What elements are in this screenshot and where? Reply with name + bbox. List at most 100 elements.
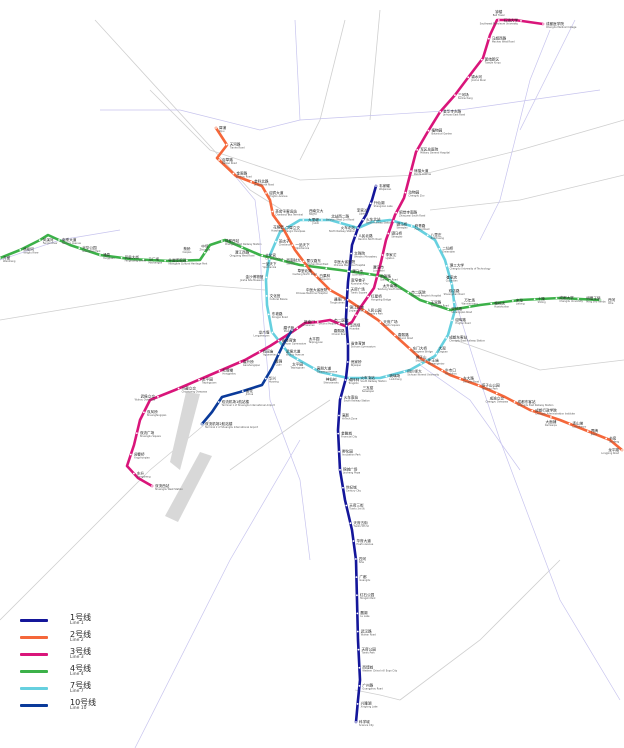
station[interactable]: 成都东客站Chengdu East Railway Station (445, 335, 486, 343)
station[interactable]: 中坝Zhongba (200, 244, 211, 254)
station[interactable]: 广州路Guangzhou Road (358, 683, 384, 691)
station[interactable]: 马超西路Machao West Road (487, 36, 515, 44)
station[interactable]: 兴隆湖Xinglong Lake (356, 701, 378, 709)
station[interactable]: 通惠门Tonghuimen (330, 297, 349, 305)
station[interactable]: 花照壁Huazhaobi (271, 225, 288, 233)
station[interactable]: 金周路Jinzhou Road (232, 170, 253, 178)
station[interactable]: 槐树店Huaishudian (490, 300, 510, 308)
station[interactable]: 茶店子Chadianzi (274, 238, 291, 246)
station[interactable]: 茶店子客运站Chadianzi Bus Terminal (271, 208, 303, 216)
station[interactable]: 文化宫Cultural Palace (261, 252, 284, 260)
station[interactable]: 琉璃场Liulichang (385, 373, 402, 381)
legend-item-line2[interactable]: 2号线Line 2 (18, 629, 128, 646)
station[interactable]: 双桥路Shuangqiao Road (447, 306, 473, 314)
station[interactable]: 世纪城Century City (342, 485, 361, 493)
station[interactable]: 迎春桥Yingchunqiao (129, 451, 150, 459)
station[interactable]: 东门大桥Dongmen Bridge (408, 345, 434, 353)
station[interactable]: 三瓦窑Sanwayao (362, 377, 375, 393)
station[interactable]: 桐梓林Tongzilin (344, 377, 360, 385)
station[interactable]: 金融城Financial City (337, 430, 358, 438)
station[interactable]: 西南交大SWJTU (302, 208, 324, 221)
station[interactable]: 犀浦Xipu (215, 125, 227, 133)
station[interactable]: 太平园Taipingyuan (198, 377, 217, 385)
station[interactable]: 动物园Chengdu Zoo (404, 189, 425, 197)
station[interactable]: 昭觉寺南路Zhaojuesi South Road (395, 210, 426, 218)
station[interactable]: 龙爪堰Longzhaoyan (254, 329, 274, 337)
station[interactable]: 金沙博物馆Jinsha Site Museum (239, 274, 268, 282)
station[interactable]: 省体育馆Sichuan Gymnasium (277, 337, 307, 345)
station[interactable]: 金科北路Jinke North Road (250, 179, 274, 187)
station[interactable]: 科学城Science City (355, 719, 374, 727)
station[interactable]: 南熏大道Nanxun Avenue (58, 237, 81, 245)
station[interactable]: 涌泉Yongquan (99, 252, 115, 260)
station[interactable]: 华西坝Huaxiba (345, 323, 361, 331)
station[interactable]: 钟楼Bell Tower (493, 9, 505, 21)
station[interactable]: 凤溪河Fengxi River (38, 237, 58, 245)
station[interactable]: 天府公园Tianfu Park (357, 646, 377, 654)
station[interactable]: 天府广场Tianfu Square (379, 319, 400, 327)
station[interactable]: 春熙路Chunxi Road (332, 322, 348, 336)
station[interactable]: 十陵Shiling (533, 296, 546, 304)
station[interactable]: 白果林Baiguolin (315, 273, 331, 281)
station[interactable]: 人民北路Renmin North Road (354, 233, 382, 241)
station[interactable]: 成都医学院Chengdu Medical College (542, 21, 577, 29)
station[interactable]: 倪家桥Nijiaqiao (346, 359, 362, 367)
station[interactable]: 石油大学Southwest Petroleum University (480, 18, 522, 26)
station[interactable]: 非遗博览园Intangible Cultural Heritage Park (164, 258, 208, 266)
station[interactable]: 东升Dongsheng (132, 470, 151, 478)
station[interactable]: 太平园Taipingyuan (291, 329, 323, 344)
station[interactable]: 高朋大道Gaopeng Avenue (312, 365, 338, 373)
station[interactable]: 天府广场Tianfu Square (346, 286, 368, 294)
station[interactable]: 大面铺Damianpu (545, 416, 558, 427)
station[interactable]: 簇锦Cujin (275, 353, 283, 366)
station[interactable]: 理工大学Chengdu University of Technology (445, 263, 491, 271)
legend-item-line3[interactable]: 3号线Line 3 (18, 646, 128, 663)
station[interactable]: 中医大省医院Chinese Medicine Hospital (296, 287, 332, 295)
station[interactable]: 成都大学Chengdu University (555, 295, 584, 303)
station[interactable]: 骡马市Luomashi (368, 264, 385, 276)
station[interactable]: 府青路Fuqing Road (410, 223, 430, 231)
station[interactable]: 草堂北路Caotang North Road (293, 264, 318, 276)
station[interactable]: 西博城Western China Int'l Expo City (358, 665, 398, 673)
station[interactable]: 春熙路Chunxi Road (394, 332, 413, 340)
station[interactable]: 省体育馆Sichuan Gymnasium (347, 341, 376, 349)
station[interactable]: 来龙Lailong (511, 298, 525, 306)
station[interactable]: 东大路Dongda Road (459, 376, 480, 384)
station[interactable]: 韦家碾Weijianian (375, 183, 392, 191)
station[interactable]: 中医大省医院Chinese Medicine Hospital (325, 259, 366, 270)
station[interactable]: 西南财大SWUFE (282, 258, 301, 266)
station[interactable]: 宽窄巷子Kuanzhai Alley (347, 270, 369, 286)
station[interactable]: 金华寺东路Jinhuasi East Road (439, 109, 466, 117)
station[interactable]: 牛王庙Niuwangmiao (424, 358, 445, 366)
station[interactable]: 孵化园Incubation Park (338, 449, 361, 457)
station[interactable]: 四河Sihe (354, 556, 366, 564)
station[interactable]: 锦江宾馆Jinjiang Hotel (345, 304, 366, 312)
station[interactable]: 迎晖路Yinghui Road (451, 317, 471, 325)
station[interactable]: 四川师大Sichuan Normal University (403, 368, 440, 376)
station[interactable]: 军区总医院Military General Hospital (416, 147, 450, 155)
station[interactable]: 双流机场2航站楼Terminal 2 of Shuangliu Internat… (201, 421, 258, 429)
station[interactable]: 成都行政学院Chengdu Administration Institute (531, 408, 575, 416)
station[interactable]: 文化宫Cultural Palace (265, 293, 288, 301)
station[interactable]: 磨子桥Moziqiao (284, 325, 299, 333)
station[interactable]: 杨柳河Yangliu River (19, 247, 39, 255)
station[interactable]: 东坡路Dongpo Road (267, 311, 288, 319)
station[interactable]: 文殊院Wenshu Monastery (350, 250, 378, 258)
station[interactable]: 迎宾大道Yingbin Avenue (265, 190, 288, 198)
station[interactable]: 武侯立交Wuhou Overpass (135, 394, 159, 402)
station[interactable]: 成都西站Chengdu West Railway Station (220, 238, 262, 246)
station[interactable]: 红星桥Hongxing Bridge (367, 293, 392, 301)
station[interactable]: 高升桥Gaoshengqiao (239, 359, 261, 367)
station[interactable]: 八里庄Balizhuang (426, 232, 445, 240)
station[interactable]: 太平园Taipingyuan (290, 358, 305, 369)
station[interactable]: 金花Jinhua (241, 388, 254, 396)
station[interactable]: 前锋路Qianfeng Road (376, 273, 398, 281)
station[interactable]: 双店路Shuangdian Road (444, 288, 465, 304)
station[interactable]: 广都Guangdu (355, 574, 371, 582)
station[interactable]: 天河路Tianhe Road (225, 141, 245, 149)
station[interactable]: 二仙桥Erxianqiao (438, 246, 456, 254)
station[interactable]: 崔家店Cuijiadian (446, 275, 458, 285)
station[interactable]: 市二医院Second People's Hospital (319, 314, 357, 325)
station[interactable]: 马厂坝Machangba (142, 256, 163, 264)
station[interactable]: 川藏立交Chuanzang Overpass (177, 385, 208, 393)
